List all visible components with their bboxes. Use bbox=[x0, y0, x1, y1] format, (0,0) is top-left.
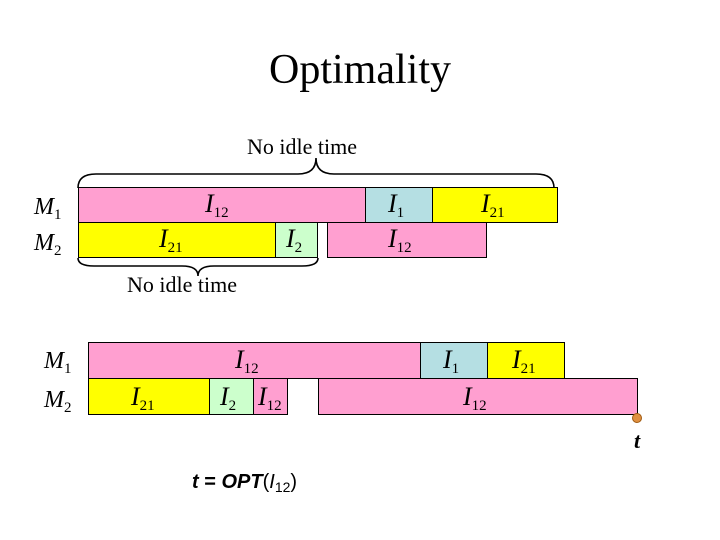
d2-m2-block-i21-label: I21 bbox=[131, 382, 155, 414]
bottom-brace-label: No idle time bbox=[127, 272, 237, 297]
d1-machine-label-m1: M1 bbox=[34, 194, 62, 223]
d2-machine-label-m1: M1 bbox=[44, 348, 72, 377]
time-point-marker bbox=[632, 413, 642, 423]
d1-m2-block-i21-label: I21 bbox=[159, 224, 183, 256]
d2-m1-block-i21-label: I21 bbox=[512, 345, 536, 377]
d1-m1-block-i21: I21 bbox=[432, 187, 558, 223]
d1-m2-block-i2: I2 bbox=[275, 222, 318, 258]
d2-m2-block-i2: I2 bbox=[209, 378, 254, 415]
d2-m2-block-i12-small: I12 bbox=[253, 378, 288, 415]
d1-m1-block-i1: I1 bbox=[365, 187, 433, 223]
d2-m2-block-i12-large-label: I12 bbox=[463, 382, 487, 414]
d2-m1-block-i1: I1 bbox=[420, 342, 488, 379]
time-label: t bbox=[634, 428, 641, 453]
d2-m2-block-i21: I21 bbox=[88, 378, 210, 415]
d2-m2-block-i2-label: I2 bbox=[220, 382, 237, 414]
d1-m2-block-i21: I21 bbox=[78, 222, 276, 258]
d1-m1-block-i21-label: I21 bbox=[481, 189, 505, 221]
d2-m2-block-i12-large: I12 bbox=[318, 378, 638, 415]
d2-m1-block-i12-label: I12 bbox=[235, 345, 259, 377]
slide-title: Optimality bbox=[269, 47, 451, 93]
d2-m1-block-i12: I12 bbox=[88, 342, 421, 379]
d1-m1-block-i1-label: I1 bbox=[388, 189, 405, 221]
top-brace-label: No idle time bbox=[247, 134, 357, 159]
d1-m2-block-i12: I12 bbox=[327, 222, 487, 258]
d2-m1-block-i21: I21 bbox=[487, 342, 565, 379]
d2-m1-block-i1-label: I1 bbox=[443, 345, 460, 377]
d2-machine-label-m2: M2 bbox=[44, 387, 72, 416]
bottom-brace bbox=[77, 257, 319, 277]
optimality-formula: t = OPT(I12) bbox=[192, 471, 298, 495]
d1-m2-block-i12-label: I12 bbox=[388, 224, 412, 256]
top-brace bbox=[77, 157, 555, 189]
d1-machine-label-m2: M2 bbox=[34, 230, 62, 259]
d1-m2-block-i2-label: I2 bbox=[286, 224, 303, 256]
d1-m1-block-i12-label: I12 bbox=[205, 189, 229, 221]
d1-m1-block-i12: I12 bbox=[78, 187, 366, 223]
d2-m2-block-i12-small-label: I12 bbox=[258, 382, 282, 414]
